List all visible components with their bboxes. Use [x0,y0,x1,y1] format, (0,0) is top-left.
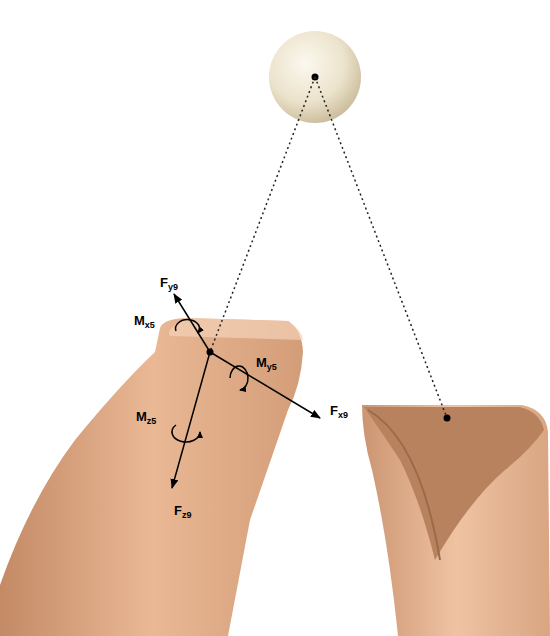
right-limb [362,405,550,636]
vector-label: Fx9 [330,404,348,417]
joint-dot [444,415,451,422]
moment-arc [172,425,200,442]
vector-label: Fz9 [174,504,191,517]
vector-label: Mz5 [136,410,156,423]
moment-arc [176,320,200,333]
vector-label: My5 [256,356,277,369]
dotted-link [210,77,315,352]
force-arrow [174,294,210,352]
force-arrow [210,352,320,418]
left-limb [0,318,303,636]
moment-arc [230,366,248,390]
force-arrow [172,352,210,488]
vector-label: Mx5 [134,314,155,327]
dotted-link [315,77,447,418]
vector-label: Fy9 [160,276,178,289]
